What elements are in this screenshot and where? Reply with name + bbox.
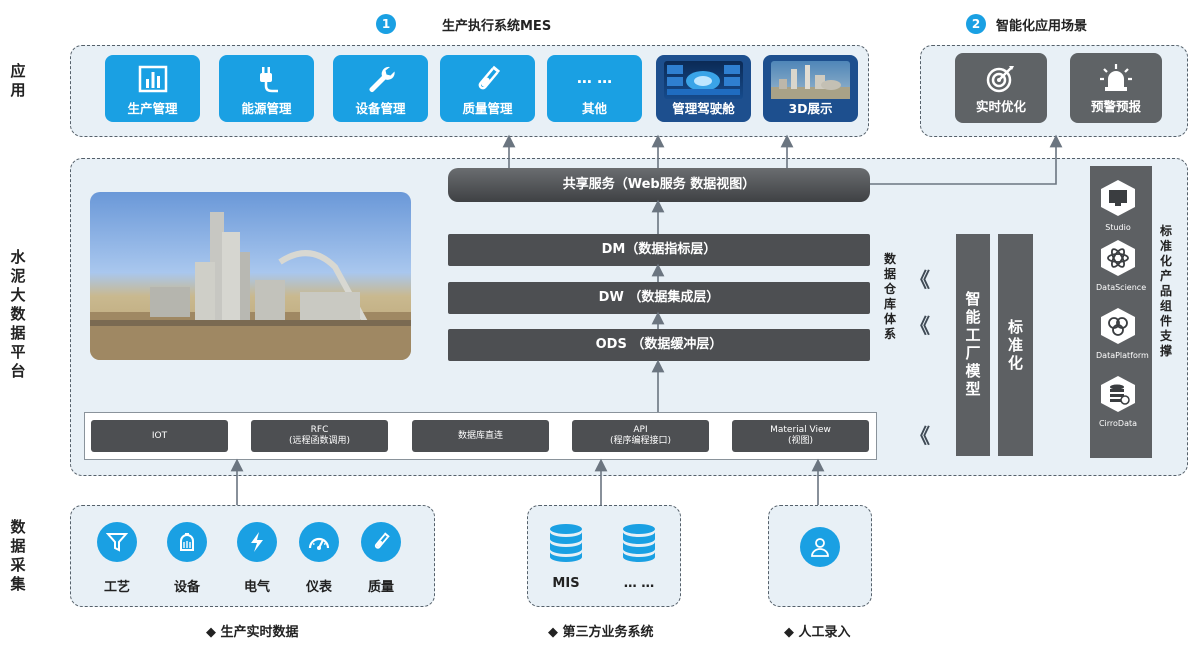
collect-label: 电气 (243, 580, 270, 595)
product-label: CirroData (1098, 419, 1138, 428)
shared-service-bar: 共享服务（Web服务 数据视图） (448, 168, 870, 202)
mes-section-header: 1 生产执行系统MES (376, 14, 551, 34)
side-label-application: 应用 (10, 62, 26, 99)
smart-section-header: 2 智能化应用场景 (966, 14, 1087, 34)
collect-label: 设备 (173, 580, 200, 595)
dashboard-screen-image (664, 61, 743, 99)
3d-plant-image (771, 61, 850, 99)
app-tile-quality[interactable]: 质量管理 (440, 55, 535, 122)
smart-factory-model-column: 智能工厂模型 (956, 234, 990, 456)
layer-dw: DW （数据集成层） (448, 282, 870, 314)
product-label: Studio (1105, 223, 1131, 232)
collect-equipment (167, 522, 207, 562)
mes-number-badge: 1 (376, 14, 396, 34)
app-tile-3d[interactable]: 3D展示 (763, 55, 858, 122)
collect-label: … … (623, 576, 655, 591)
warehouse-label: 数据仓库体系 (884, 252, 897, 341)
collect-quality (361, 522, 401, 562)
connector-label: RFC (310, 425, 329, 435)
database-icon (550, 524, 582, 562)
app-tile-label: 3D展示 (788, 101, 833, 116)
connector-api: API(程序编程接口) (572, 420, 709, 452)
gauge-icon (308, 537, 330, 550)
connector-db-direct: 数据库直连 (412, 420, 549, 452)
connector-rfc: RFC(远程函数调用) (251, 420, 388, 452)
connector-label: Material View (770, 425, 831, 435)
product-studio: Studio (1096, 178, 1140, 232)
standardize-column: 标准化 (998, 234, 1033, 456)
app-tile-production[interactable]: 生产管理 (105, 55, 200, 122)
collect-label: 工艺 (103, 580, 130, 595)
footer-manual: ◆ 人工录入 (784, 625, 851, 640)
connector-sublabel: (视图) (787, 436, 814, 446)
product-dataplatform: DataPlatform (1096, 306, 1149, 360)
standard-products-label: 标准化产品组件支撑 (1160, 224, 1173, 358)
app-tile-realtime-optimization[interactable]: 实时优化 (955, 53, 1047, 123)
connector-label: 数据库直连 (457, 430, 503, 441)
app-tile-equipment[interactable]: 设备管理 (333, 55, 428, 122)
cirrodata-icon (1101, 376, 1135, 412)
dataplatform-icon (1101, 308, 1135, 344)
connector-sublabel: (程序编程接口) (609, 436, 672, 446)
connector-label: API (633, 425, 648, 435)
cement-plant-image (90, 192, 411, 360)
product-label: DataScience (1096, 283, 1147, 292)
wrench-icon (369, 66, 395, 92)
connector-material-view: Material View(视图) (732, 420, 869, 452)
collect-label: 质量 (367, 580, 394, 595)
test-tube-icon (374, 532, 390, 549)
footer-realtime: ◆ 生产实时数据 (206, 625, 299, 640)
app-tile-other[interactable]: … … 其他 (547, 55, 642, 122)
collect-instrument (299, 522, 339, 562)
smart-number-badge: 2 (966, 14, 986, 34)
app-tile-energy[interactable]: 能源管理 (219, 55, 314, 122)
collect-label: MIS (552, 576, 580, 591)
connector-sublabel: (远程函数调用) (288, 436, 351, 446)
shared-service-label: 共享服务（Web服务 数据视图） (562, 177, 756, 192)
plug-icon (259, 67, 278, 93)
target-icon (986, 66, 1014, 93)
layer-dm: DM（数据指标层） (448, 234, 870, 266)
app-tile-label: 生产管理 (127, 101, 178, 116)
footer-third-party: ◆ 第三方业务系统 (548, 625, 654, 640)
app-tile-cockpit[interactable]: 管理驾驶舱 (656, 55, 751, 122)
standardize-label: 标准化 (1007, 318, 1023, 372)
collect-label: 仪表 (305, 580, 332, 595)
dots-icon: … … (576, 69, 613, 87)
app-tile-label: 实时优化 (975, 99, 1026, 114)
funnel-icon (106, 533, 128, 552)
collect-electric (237, 522, 277, 562)
person-icon (811, 538, 829, 557)
smart-factory-label: 智能工厂模型 (965, 290, 981, 398)
grinder-icon (180, 533, 194, 551)
test-tube-icon (478, 65, 500, 90)
product-cirrodata: CirroData (1096, 374, 1140, 428)
layer-ods: ODS （数据缓冲层） (448, 329, 870, 361)
side-label-collection: 数据采集 (10, 518, 26, 593)
connector-iot: IOT (91, 420, 228, 452)
collect-process (97, 522, 137, 562)
app-tile-label: 能源管理 (241, 101, 292, 116)
bar-chart-icon (138, 65, 167, 93)
smart-title: 智能化应用场景 (996, 18, 1088, 34)
datascience-icon (1101, 240, 1135, 276)
app-tile-label: 其他 (581, 101, 607, 116)
connector-label: IOT (151, 430, 168, 441)
database-icon (623, 524, 655, 562)
product-datascience: DataScience (1096, 238, 1147, 292)
app-tile-label: 管理驾驶舱 (672, 101, 735, 116)
app-tile-label: 质量管理 (462, 101, 513, 116)
side-label-platform: 水泥大数据平台 (10, 248, 26, 380)
app-tile-early-warning[interactable]: 预警预报 (1070, 53, 1162, 123)
lightning-icon (251, 532, 263, 552)
studio-icon (1101, 180, 1135, 216)
collect-manual (800, 527, 840, 567)
app-tile-label: 设备管理 (355, 101, 406, 116)
product-label: DataPlatform (1096, 351, 1149, 360)
alarm-light-icon (1100, 64, 1132, 91)
app-tile-label: 预警预报 (1090, 99, 1141, 114)
mes-title: 生产执行系统MES (442, 18, 552, 34)
